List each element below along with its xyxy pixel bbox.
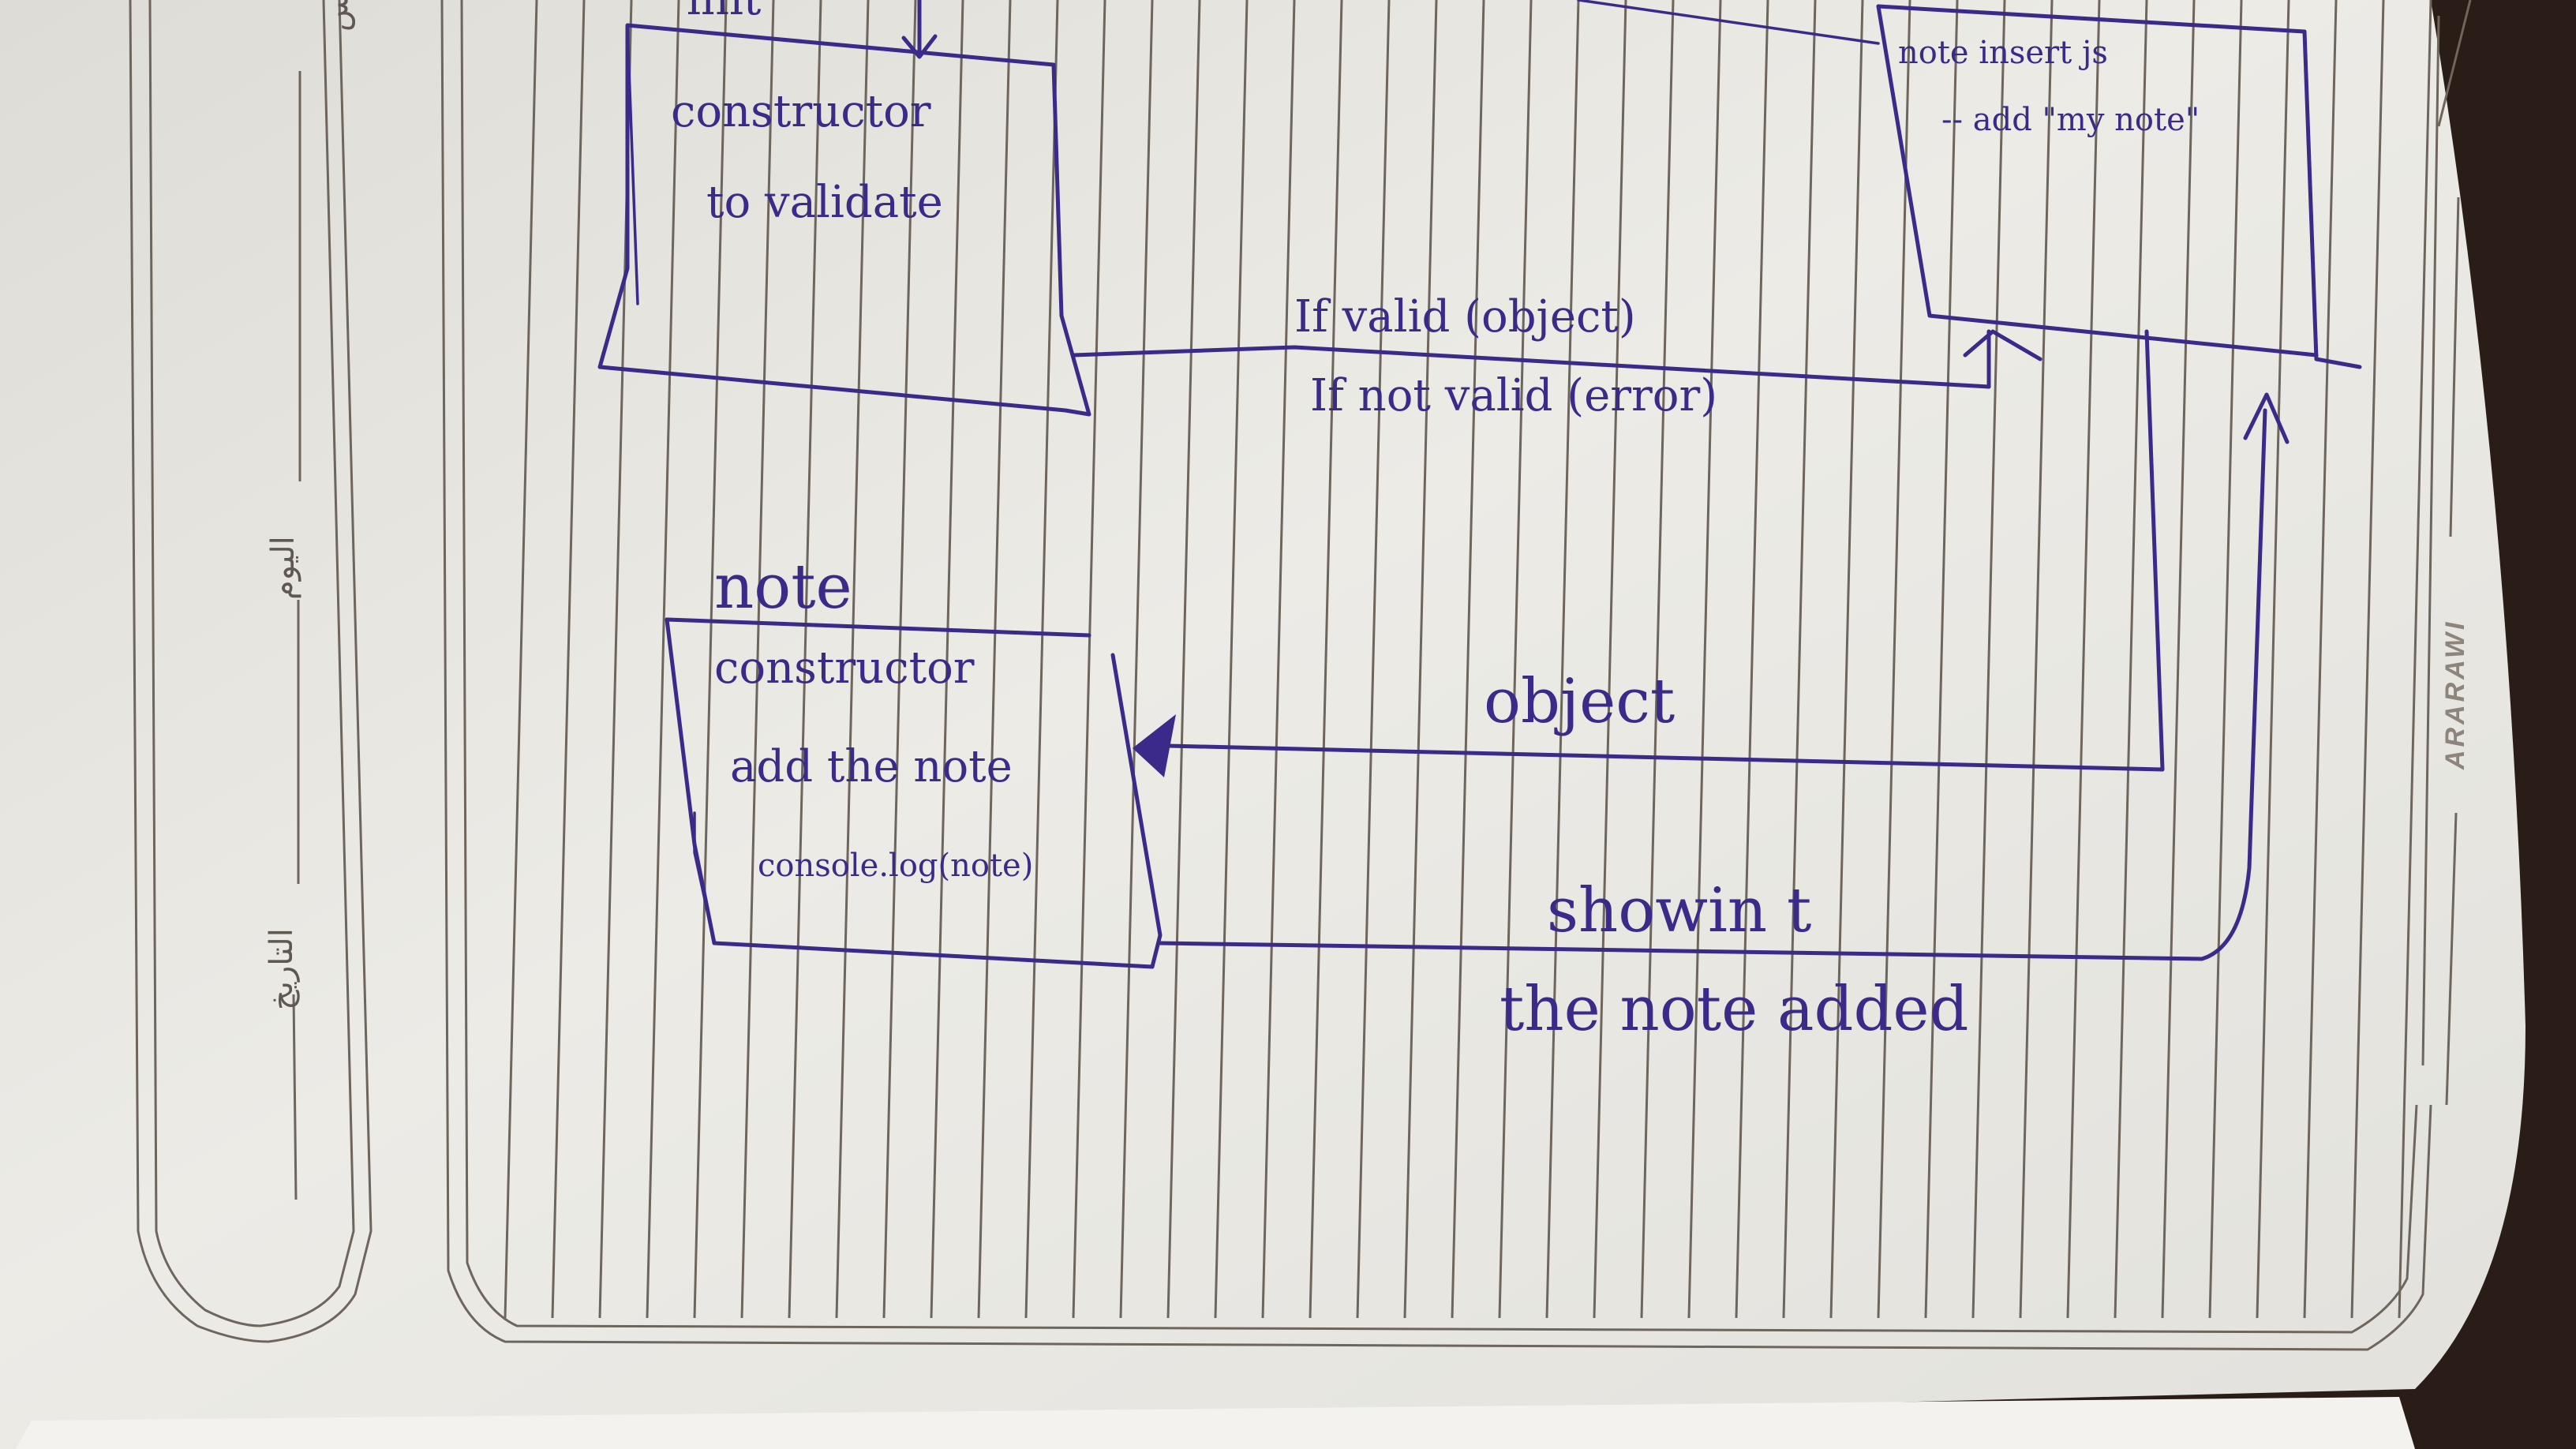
ruled-line bbox=[1593, 0, 1627, 1319]
writing-area-frame bbox=[440, 0, 2472, 1351]
note-line-2: add the note bbox=[730, 741, 1013, 792]
ruled-line bbox=[977, 0, 1012, 1319]
note-line-3: console.log(note) bbox=[758, 848, 1033, 884]
note-box-title: note bbox=[714, 552, 852, 623]
brand-mark: ARARAWI bbox=[2440, 620, 2470, 770]
edge-note-to-insert: showin t the note added bbox=[1158, 392, 2290, 1045]
ruled-line bbox=[1877, 0, 1911, 1319]
ruled-line bbox=[1119, 0, 1154, 1319]
date-label: التاريخ bbox=[264, 928, 300, 1010]
note-insert-box: note insert js -- add "my note" bbox=[1577, 0, 2362, 369]
note-box: note constructor add the note console.lo… bbox=[665, 552, 1163, 969]
ruled-line bbox=[2019, 0, 2054, 1319]
margin-labels: درس اليوم التاريخ bbox=[264, 0, 355, 1010]
ruled-line bbox=[1072, 0, 1106, 1319]
edge-validator-to-insert: If valid (object) If not valid (error) bbox=[1071, 291, 2042, 421]
insert-line-1: note insert js bbox=[1898, 35, 2108, 71]
ruled-line bbox=[2398, 0, 2432, 1319]
ruled-line bbox=[551, 0, 586, 1319]
validator-line-2: to validate bbox=[706, 177, 943, 228]
margin-frame bbox=[129, 0, 373, 1343]
ruled-line bbox=[1640, 0, 1675, 1319]
ruled-line bbox=[1735, 0, 1769, 1319]
ruled-line bbox=[1829, 0, 1864, 1319]
edge-valid-label: If valid (object) bbox=[1294, 291, 1636, 343]
insert-line-2: -- add "my note" bbox=[1941, 102, 2200, 138]
edge-not-valid-label: If not valid (error) bbox=[1310, 370, 1717, 421]
ruled-line bbox=[504, 0, 538, 1319]
page-edge bbox=[16, 1397, 2415, 1449]
ruled-line bbox=[2161, 0, 2196, 1319]
ruled-line bbox=[1309, 0, 1343, 1319]
ruled-line bbox=[740, 0, 775, 1319]
ruled-line bbox=[2114, 0, 2148, 1319]
ruled-line bbox=[2066, 0, 2101, 1319]
ruled-line bbox=[2208, 0, 2243, 1319]
edge-object-label: object bbox=[1484, 666, 1675, 737]
top-fragment-text: init bbox=[687, 0, 762, 25]
lesson-label: درس bbox=[319, 0, 355, 32]
edge-show-label-1: showin t bbox=[1547, 875, 1811, 946]
validator-line-1: constructor bbox=[671, 86, 931, 137]
ruled-line bbox=[835, 0, 870, 1319]
edge-show-label-2: the note added bbox=[1500, 974, 1968, 1045]
ruled-line bbox=[930, 0, 964, 1319]
ruled-line bbox=[1971, 0, 2006, 1319]
ruled-line bbox=[2350, 0, 2385, 1319]
ruled-line bbox=[1261, 0, 1296, 1319]
ruled-line bbox=[1687, 0, 1722, 1319]
ruled-line bbox=[646, 0, 680, 1319]
ruled-line bbox=[1024, 0, 1059, 1319]
ruled-line bbox=[1451, 0, 1485, 1319]
ruled-line bbox=[1166, 0, 1201, 1319]
ruled-line bbox=[1782, 0, 1817, 1319]
ruled-line bbox=[1545, 0, 1580, 1319]
validator-box: constructor to validate bbox=[597, 23, 1091, 417]
ruled-line bbox=[882, 0, 917, 1319]
ruled-line bbox=[1498, 0, 1533, 1319]
ruled-line bbox=[693, 0, 728, 1319]
ruled-line bbox=[788, 0, 822, 1319]
flow-diagram: init constructor to validate note insert… bbox=[597, 0, 2362, 1045]
day-label: اليوم bbox=[265, 536, 301, 600]
note-line-1: constructor bbox=[714, 642, 975, 694]
ruled-line bbox=[2256, 0, 2290, 1319]
ruled-line bbox=[1214, 0, 1249, 1319]
ruled-line bbox=[1403, 0, 1438, 1319]
ruled-line bbox=[2303, 0, 2338, 1319]
ruled-line bbox=[1924, 0, 1959, 1319]
ruled-line bbox=[1356, 0, 1391, 1319]
ruled-lines bbox=[504, 0, 2432, 1319]
edge-insert-to-note: object bbox=[1133, 329, 2165, 777]
